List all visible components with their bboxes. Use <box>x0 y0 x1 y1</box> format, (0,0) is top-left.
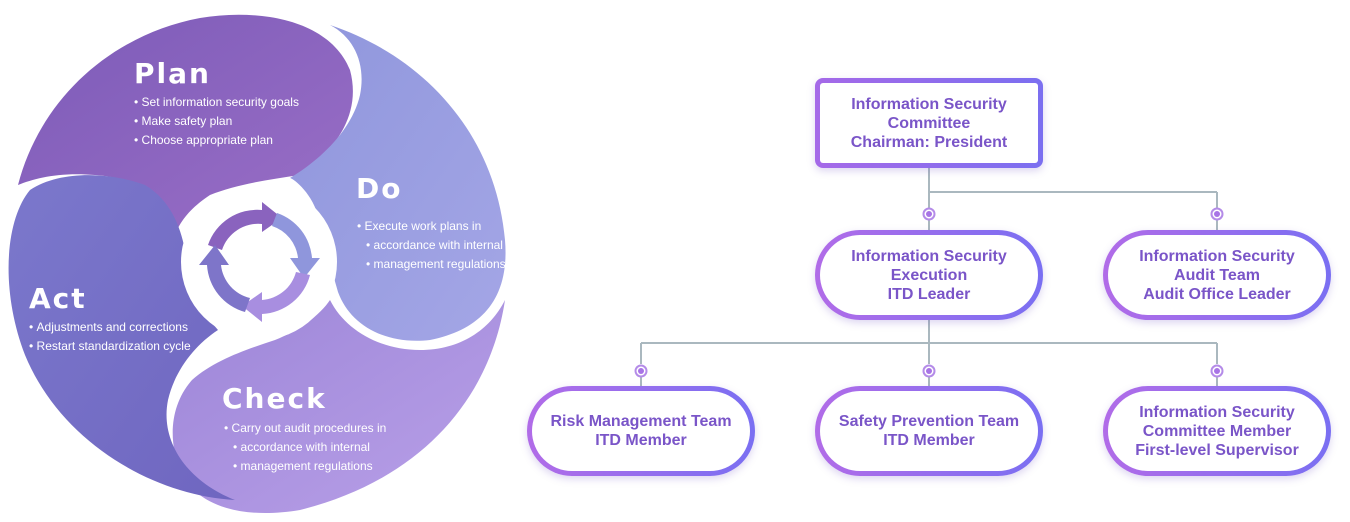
node-line: Committee Member <box>1142 422 1292 440</box>
cycle-center <box>181 184 337 340</box>
check-title: Check <box>222 382 327 415</box>
check-bullet: management regulations <box>224 457 386 476</box>
plan-bullet: Set information security goals <box>134 93 299 112</box>
node-line: First-level Supervisor <box>1135 441 1299 459</box>
node-line: Safety Prevention Team <box>838 413 1020 430</box>
org-node-audit: Information Security Audit Team Audit Of… <box>1103 230 1331 320</box>
plan-bullet: Choose appropriate plan <box>134 131 299 150</box>
check-bullets: Carry out audit procedures in accordance… <box>224 419 387 476</box>
plan-title: Plan <box>134 57 211 90</box>
do-bullet: Execute work plans in <box>357 217 506 236</box>
org-node-committee: Information Security Committee Chairman:… <box>815 78 1043 168</box>
act-bullet: Restart standardization cycle <box>29 337 191 356</box>
do-bullets: Execute work plans in accordance with in… <box>357 217 506 274</box>
node-line: Chairman: President <box>850 133 1008 151</box>
plan-bullet: Make safety plan <box>134 112 299 131</box>
cycle-arrows-icon <box>199 202 320 322</box>
org-node-risk: Risk Management Team ITD Member <box>527 386 755 476</box>
act-bullet: Adjustments and corrections <box>29 318 191 337</box>
node-line: Information Security <box>1139 247 1295 265</box>
node-line: Committee <box>887 114 971 132</box>
node-line: ITD Member <box>595 432 687 449</box>
node-line: ITD Member <box>883 432 975 449</box>
node-line: Information Security <box>851 247 1007 265</box>
plan-bullets: Set information security goals Make safe… <box>134 93 299 150</box>
node-line: Audit Team <box>1174 266 1260 284</box>
org-node-member: Information Security Committee Member Fi… <box>1103 386 1331 476</box>
org-node-safety: Safety Prevention Team ITD Member <box>815 386 1043 476</box>
node-line: ITD Leader <box>887 285 971 303</box>
node-line: Information Security <box>851 95 1007 113</box>
check-bullet: Carry out audit procedures in <box>224 419 387 438</box>
node-line: Risk Management Team <box>550 413 732 430</box>
node-line: Information Security <box>1139 403 1295 421</box>
act-bullets: Adjustments and corrections Restart stan… <box>29 318 191 356</box>
act-title: Act <box>29 282 87 315</box>
check-bullet: accordance with internal <box>224 438 386 457</box>
node-line: Execution <box>890 266 968 284</box>
org-node-execution: Information Security Execution ITD Leade… <box>815 230 1043 320</box>
do-bullet: management regulations <box>357 255 506 274</box>
do-title: Do <box>356 172 403 205</box>
node-line: Audit Office Leader <box>1143 285 1291 303</box>
do-bullet: accordance with internal <box>357 236 506 255</box>
